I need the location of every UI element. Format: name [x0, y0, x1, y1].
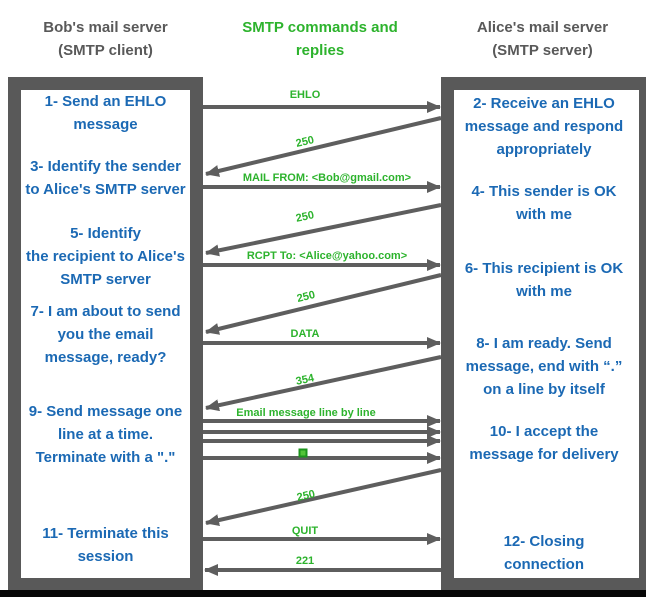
server-step-4: 4- This sender is OK with me: [471, 183, 617, 223]
message-arrow-7: [205, 355, 442, 412]
smtp-command-label: 221: [295, 555, 315, 567]
client-step-7: 7- I am about to send you the email mess…: [30, 303, 181, 366]
client-title-line2: (SMTP client): [58, 42, 153, 59]
smtp-command-label: EHLO: [289, 89, 321, 101]
client-step-9: 9- Send message one line at a time. Term…: [28, 403, 183, 466]
client-column-title: Bob's mail server (SMTP client): [8, 16, 203, 62]
dot-terminator-icon: [298, 448, 308, 458]
client-title-line1: Bob's mail server: [43, 19, 168, 36]
server-step-12: 12- Closing connection: [503, 533, 585, 573]
server-title-line1: Alice's mail server: [476, 19, 609, 36]
smtp-command-label: RCPT To: <Alice@yahoo.com>: [246, 250, 408, 262]
smtp-command-label: QUIT: [291, 525, 319, 537]
center-column-title: SMTP commands and replies: [225, 16, 415, 62]
server-step-2: 2- Receive an EHLO message and respond a…: [464, 95, 624, 158]
client-step-11: 11- Terminate this session: [42, 525, 169, 565]
server-column-title: Alice's mail server (SMTP server): [445, 16, 640, 62]
server-step-10: 10- I accept the message for delivery: [469, 423, 619, 463]
center-title-line1: SMTP commands and: [242, 19, 398, 36]
client-step-3: 3- Identify the sender to Alice's SMTP s…: [25, 158, 186, 198]
message-arrow-1: [205, 116, 442, 177]
client-step-5: 5- Identify the recipient to Alice's SMT…: [26, 225, 185, 288]
server-step-6: 6- This recipient is OK with me: [464, 260, 624, 300]
server-title-line2: (SMTP server): [492, 42, 593, 59]
smtp-command-label: DATA: [290, 328, 320, 340]
bottom-divider-bar: [0, 590, 646, 597]
server-step-8: 8- I am ready. Send message, end with “.…: [465, 335, 623, 398]
smtp-command-label: MAIL FROM: <Bob@gmail.com>: [242, 172, 412, 184]
message-arrow-12: [205, 468, 442, 526]
smtp-command-label: Email message line by line: [236, 407, 376, 419]
message-arrow-5: [205, 273, 442, 335]
message-arrow-3: [205, 203, 442, 257]
client-lifeline-box: [8, 77, 203, 591]
server-lifeline-box: [441, 77, 646, 591]
center-title-line2: replies: [295, 42, 345, 59]
client-step-1: 1- Send an EHLO message: [44, 93, 167, 133]
